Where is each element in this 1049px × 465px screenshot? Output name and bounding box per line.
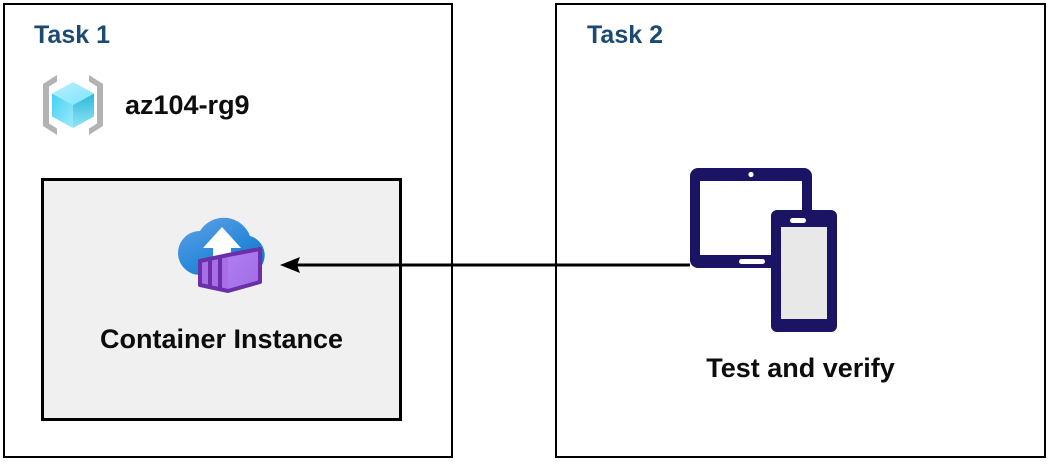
azure-resource-group-icon (35, 67, 111, 143)
panel-task-2: Task 2 Test and verify (555, 3, 1046, 458)
panel-title-task-1: Task 1 (34, 21, 110, 49)
resource-group-name: az104-rg9 (125, 89, 250, 120)
panel-title-task-2: Task 2 (587, 21, 663, 49)
step-label-test-and-verify: Test and verify (706, 353, 895, 383)
resource-box-container-instance: Container Instance (41, 178, 402, 421)
resource-group-row: az104-rg9 (35, 67, 250, 143)
resource-label-container-instance: Container Instance (99, 324, 344, 354)
panel-task-1: Task 1 (3, 3, 453, 458)
